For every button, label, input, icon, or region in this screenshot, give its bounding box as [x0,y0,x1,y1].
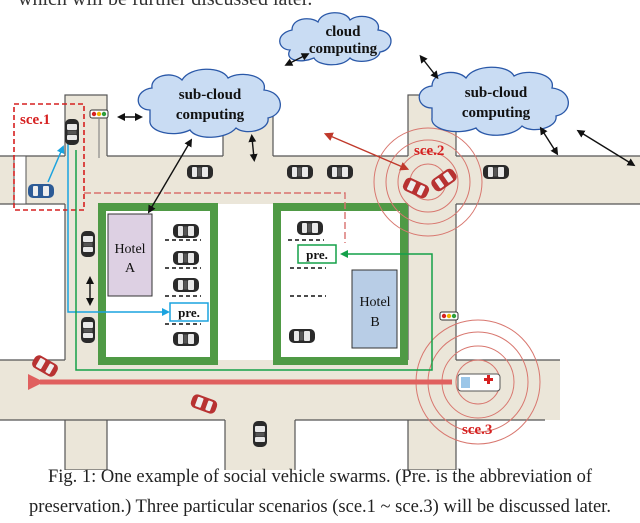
reservation-label-blue: pre. [178,305,200,320]
figure-caption-line2: preservation.) Three particular scenario… [29,497,611,517]
hotel-a-line2: A [125,261,136,276]
reservation-box-blue [169,302,209,322]
traffic-light-icon [89,109,109,158]
hotel-b-line2: B [370,315,379,330]
hotel-b-line1: Hotel [359,295,390,310]
header-fragment: which will be further discussed later. [18,0,312,11]
reservation-label-green: pre. [306,247,328,262]
hotel-a-line1: Hotel [114,242,145,257]
blue-route [67,133,170,316]
scenario-2-signal-rings [373,127,483,237]
cloud-label-line1: cloud [325,24,361,40]
block-left [98,203,218,365]
cloud-label-line2: computing [309,41,378,57]
green-route [75,150,433,371]
blue-link-arrow [47,145,65,183]
scenario-2-label: sce.2 [414,143,444,159]
sub-cloud-left: sub-cloud computing [137,68,281,138]
scenario-2-comm-arrow [323,132,410,171]
sidewalk [13,155,27,205]
ambulance-icon [457,373,501,392]
reservation-box-green [297,244,337,264]
cloud-computing: cloud computing [279,12,392,66]
figure-caption-line1: Fig. 1: One example of social vehicle sw… [47,467,593,487]
vehicle-swarm-diagram: cloud computing sub-cloud computing sub-… [0,12,640,470]
traffic-light-icon [439,311,459,321]
scenario-1-box [13,103,85,211]
subcloud-left-line2: computing [176,107,245,123]
subcloud-right-line2: computing [462,105,531,121]
scenario-3-label: sce.3 [462,422,492,438]
scenario-1-label: sce.1 [20,112,50,128]
communication-arrows [86,53,636,306]
sub-cloud-right: sub-cloud computing [418,66,569,136]
subcloud-left-line1: sub-cloud [179,87,242,103]
subcloud-right-line1: sub-cloud [465,85,528,101]
